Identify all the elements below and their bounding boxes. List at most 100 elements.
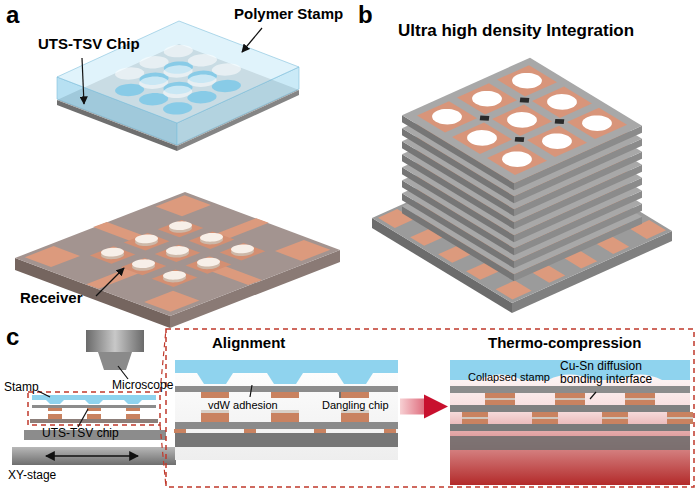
xy-stage xyxy=(12,447,176,465)
stamp-post-top xyxy=(164,65,193,77)
leader-line xyxy=(339,392,340,398)
copper-pad xyxy=(341,413,369,422)
panel-background xyxy=(175,360,398,460)
stamp-bar xyxy=(32,395,156,400)
copper-pad xyxy=(271,413,299,422)
zoom-line xyxy=(160,425,166,487)
stamp-post-top xyxy=(188,75,217,87)
copper-bump xyxy=(48,408,62,411)
copper-bump xyxy=(201,392,229,398)
copper-pad xyxy=(497,65,557,96)
part-label: Polymer Stamp xyxy=(234,6,343,23)
tsv-pad xyxy=(502,151,532,167)
copper-bump xyxy=(126,408,140,411)
receiver-substrate xyxy=(175,433,398,447)
part-label: Stamp xyxy=(4,381,39,394)
copper-pad xyxy=(452,123,512,154)
leader-line xyxy=(38,391,50,397)
microscope-body xyxy=(86,330,144,352)
process-arrow xyxy=(400,399,424,415)
leader-arrow xyxy=(242,28,262,52)
stamp-post xyxy=(85,400,103,404)
polymer-stamp xyxy=(175,360,398,373)
tsv-pad xyxy=(467,130,497,146)
part-label: Microscope xyxy=(112,379,173,392)
zoom-box xyxy=(166,329,694,487)
stamp-post-top xyxy=(140,56,169,68)
copper-pad xyxy=(90,246,136,263)
cu-sn-interface xyxy=(462,417,488,419)
leader-line xyxy=(78,409,88,427)
motion-arrow xyxy=(46,455,138,456)
part-label: Cu-Sn diffusion bonding interface xyxy=(560,360,678,386)
leader-arrow xyxy=(96,268,124,296)
panel-a xyxy=(15,21,340,328)
copper-bump xyxy=(625,393,655,405)
stamp-post xyxy=(46,400,64,404)
process-panel: AlignmentvdW adhesionDangling chip xyxy=(172,333,400,473)
copper-bump xyxy=(271,392,299,398)
tsv-pad xyxy=(582,115,612,130)
solder-bump xyxy=(101,248,124,257)
solder-bump xyxy=(132,259,155,268)
copper-pad xyxy=(126,414,140,419)
stamp-post-top xyxy=(163,86,192,98)
stamp-post xyxy=(124,400,142,404)
stamp-post xyxy=(163,102,192,114)
copper-pad xyxy=(532,87,592,118)
copper-pad xyxy=(527,126,587,157)
copper-pad xyxy=(201,413,229,422)
leader-line xyxy=(250,385,252,397)
tsv-pad xyxy=(512,73,542,89)
dangling-chip xyxy=(175,386,398,392)
tsv-pad xyxy=(542,133,572,149)
copper-pad xyxy=(155,245,201,262)
stamp-post xyxy=(115,84,144,96)
cu-sn-interface xyxy=(625,398,655,400)
copper-pad xyxy=(492,105,552,136)
via-hole xyxy=(515,137,525,142)
panel-b xyxy=(372,58,672,313)
stamp-post xyxy=(267,373,303,384)
copper-pad xyxy=(158,220,204,237)
copper-bump xyxy=(314,429,326,433)
zoom-box xyxy=(28,392,160,425)
panel-c xyxy=(12,329,694,487)
part-label: Dangling chip xyxy=(322,399,389,411)
leader-line xyxy=(118,366,128,379)
copper-bump xyxy=(87,408,101,411)
solder-bump xyxy=(197,258,220,267)
solder-bump xyxy=(135,235,158,244)
cu-sn-interface xyxy=(485,398,515,400)
cu-sn-interface xyxy=(667,417,693,419)
panel-letter: c xyxy=(6,324,19,350)
receiver-substrate xyxy=(450,436,690,450)
copper-bump xyxy=(485,393,515,405)
process-panel: Thermo-compressionCollapsed stampCu-Sn d… xyxy=(448,333,692,487)
solder-bump xyxy=(163,271,186,280)
stamp-post xyxy=(188,91,217,103)
copper-pad xyxy=(417,101,477,132)
stamp-post-top xyxy=(115,67,144,79)
solder-bump xyxy=(200,233,223,242)
copper-pad xyxy=(48,414,62,419)
uts-tsv-chip xyxy=(32,405,156,408)
copper-pad xyxy=(87,414,101,419)
stamp-post xyxy=(337,373,373,384)
stamp-post xyxy=(139,93,168,105)
copper-pad xyxy=(487,144,547,175)
part-label: vdW adhesion xyxy=(208,399,278,411)
stamp-post-top xyxy=(164,45,193,57)
copper-bump xyxy=(244,429,256,433)
stamp-post-top xyxy=(188,54,217,66)
copper-pad xyxy=(25,246,80,267)
via-hole xyxy=(520,98,530,103)
via-hole xyxy=(480,116,490,121)
panel-letter: a xyxy=(6,2,19,28)
copper-pad xyxy=(189,232,235,249)
copper-pad xyxy=(567,108,627,139)
panel-letter: b xyxy=(358,2,373,28)
